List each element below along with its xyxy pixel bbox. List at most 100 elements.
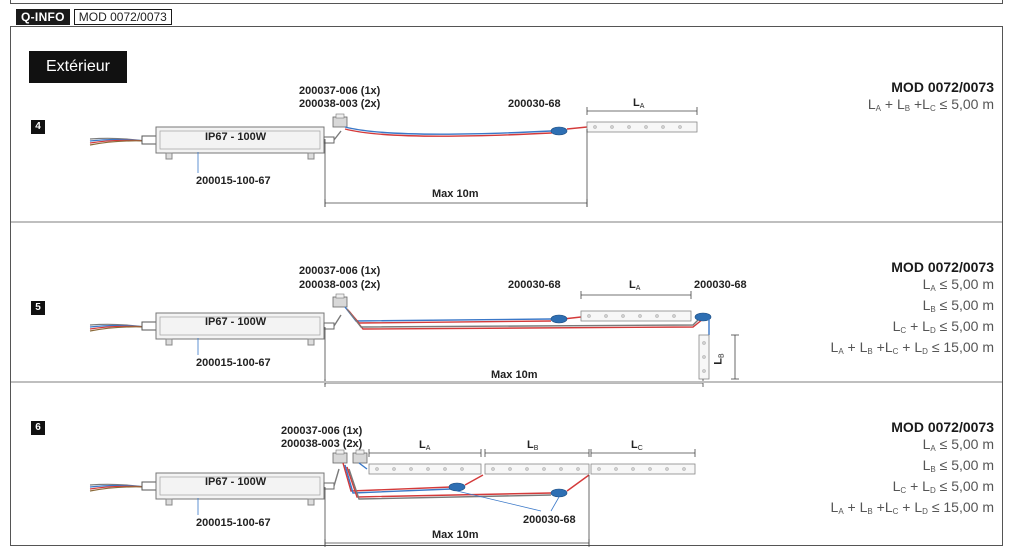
splitter	[332, 113, 348, 128]
info-constraint-line: LA ≤ 5,00 m	[922, 276, 994, 293]
leader-line	[456, 490, 542, 512]
max-length: Max 10m	[432, 188, 479, 200]
strip-label-la: LA	[633, 97, 645, 110]
connector-part-b: 200030-68	[694, 279, 747, 291]
splitter-part-2: 200038-003 (2x)	[281, 438, 363, 450]
connector-part-a: 200030-68	[508, 279, 561, 291]
model-label: MOD 0072/0073	[73, 9, 172, 25]
connector-200030-68-b	[550, 488, 568, 498]
panel-6-drawing	[89, 449, 696, 547]
info-constraint-line: LB ≤ 5,00 m	[922, 457, 994, 474]
connector-part: 200030-68	[523, 514, 576, 526]
panel-4-drawing	[89, 107, 698, 207]
info-title: MOD 0072/0073	[891, 79, 994, 95]
wire	[346, 308, 702, 328]
splitter-part-1: 200037-006 (1x)	[299, 265, 381, 277]
strip-led	[702, 369, 706, 373]
strip-label-lb: LB	[712, 353, 726, 365]
wire	[344, 464, 452, 494]
psu-rating: IP67 - 100W	[205, 131, 267, 143]
dimension-la	[368, 449, 482, 457]
wire	[566, 126, 588, 130]
wire	[344, 306, 552, 322]
top-frame	[10, 0, 1003, 4]
strip-led	[702, 341, 706, 345]
max-length: Max 10m	[432, 529, 479, 541]
led-strip-la	[368, 463, 482, 475]
strip-label-la: LA	[629, 279, 641, 292]
panel-5-drawing	[89, 291, 739, 387]
wire	[344, 126, 560, 135]
panel-number: 4	[31, 120, 45, 134]
dimension-lb	[731, 334, 739, 380]
psu-part-number: 200015-100-67	[196, 175, 271, 187]
wire	[344, 128, 560, 137]
panel-number: 5	[31, 301, 45, 315]
wire	[566, 474, 590, 492]
panel-divider	[11, 381, 1002, 383]
dimension-lb	[484, 449, 590, 457]
info-constraint-line: LA + LB +LC + LD ≤ 15,00 m	[830, 339, 994, 356]
psu-rating: IP67 - 100W	[205, 476, 267, 488]
leader-line	[550, 496, 560, 512]
info-title: MOD 0072/0073	[891, 419, 994, 435]
power-supply	[89, 312, 335, 346]
splitter-part-1: 200037-006 (1x)	[299, 85, 381, 97]
strip-label-la: LA	[419, 439, 431, 452]
wire	[333, 314, 342, 327]
wire	[333, 130, 342, 141]
splitter-part-2: 200038-003 (2x)	[299, 279, 381, 291]
splitter-part-1: 200037-006 (1x)	[281, 425, 363, 437]
wire	[358, 462, 368, 470]
info-constraint-line: LC + LD ≤ 5,00 m	[892, 478, 994, 495]
led-strip-la	[586, 121, 698, 133]
connector-200030-68-b	[694, 312, 712, 322]
panel-number: 6	[31, 421, 45, 435]
dimension-lc	[590, 449, 696, 457]
wire	[333, 468, 340, 487]
connector-200030-68-a	[550, 314, 568, 324]
strip-led	[702, 355, 706, 359]
info-title: MOD 0072/0073	[891, 259, 994, 275]
wire	[464, 474, 484, 486]
splitter	[332, 293, 348, 308]
dimension-max	[324, 199, 588, 207]
wire	[342, 462, 452, 492]
strip-label-lc: LC	[631, 439, 643, 452]
psu-part-number: 200015-100-67	[196, 517, 271, 529]
power-supply	[89, 126, 335, 160]
q-info-label: Q-INFO	[16, 9, 70, 25]
info-constraint-line: LC + LD ≤ 5,00 m	[892, 318, 994, 335]
psu-rating: IP67 - 100W	[205, 316, 267, 328]
max-length: Max 10m	[491, 369, 538, 381]
info-constraint-line: LA + LB +LC + LD ≤ 15,00 m	[830, 499, 994, 516]
panel-divider	[11, 221, 1002, 223]
strip-label-lb: LB	[527, 439, 539, 452]
exterieur-badge: Extérieur	[29, 51, 127, 83]
dimension-la	[580, 291, 692, 299]
splitter-2	[352, 449, 368, 464]
info-constraint-line: LA + LB +LC ≤ 5,00 m	[867, 96, 994, 113]
power-supply	[89, 472, 335, 506]
info-constraint-line: LA ≤ 5,00 m	[922, 436, 994, 453]
led-strip-la	[580, 310, 692, 322]
connector-200030-68-a	[448, 482, 466, 492]
splitter-part-2: 200038-003 (2x)	[299, 98, 381, 110]
connector-200030-68	[550, 126, 568, 136]
connector-part: 200030-68	[508, 98, 561, 110]
info-constraint-line: LB ≤ 5,00 m	[922, 297, 994, 314]
dimension-la	[586, 107, 698, 115]
psu-part-number: 200015-100-67	[196, 357, 271, 369]
led-strip-lb	[484, 463, 590, 475]
wire	[348, 468, 552, 500]
q-info-tab: Q-INFO MOD 0072/0073	[16, 9, 172, 25]
led-strip-lc	[590, 463, 696, 475]
splitter-1	[332, 449, 348, 464]
